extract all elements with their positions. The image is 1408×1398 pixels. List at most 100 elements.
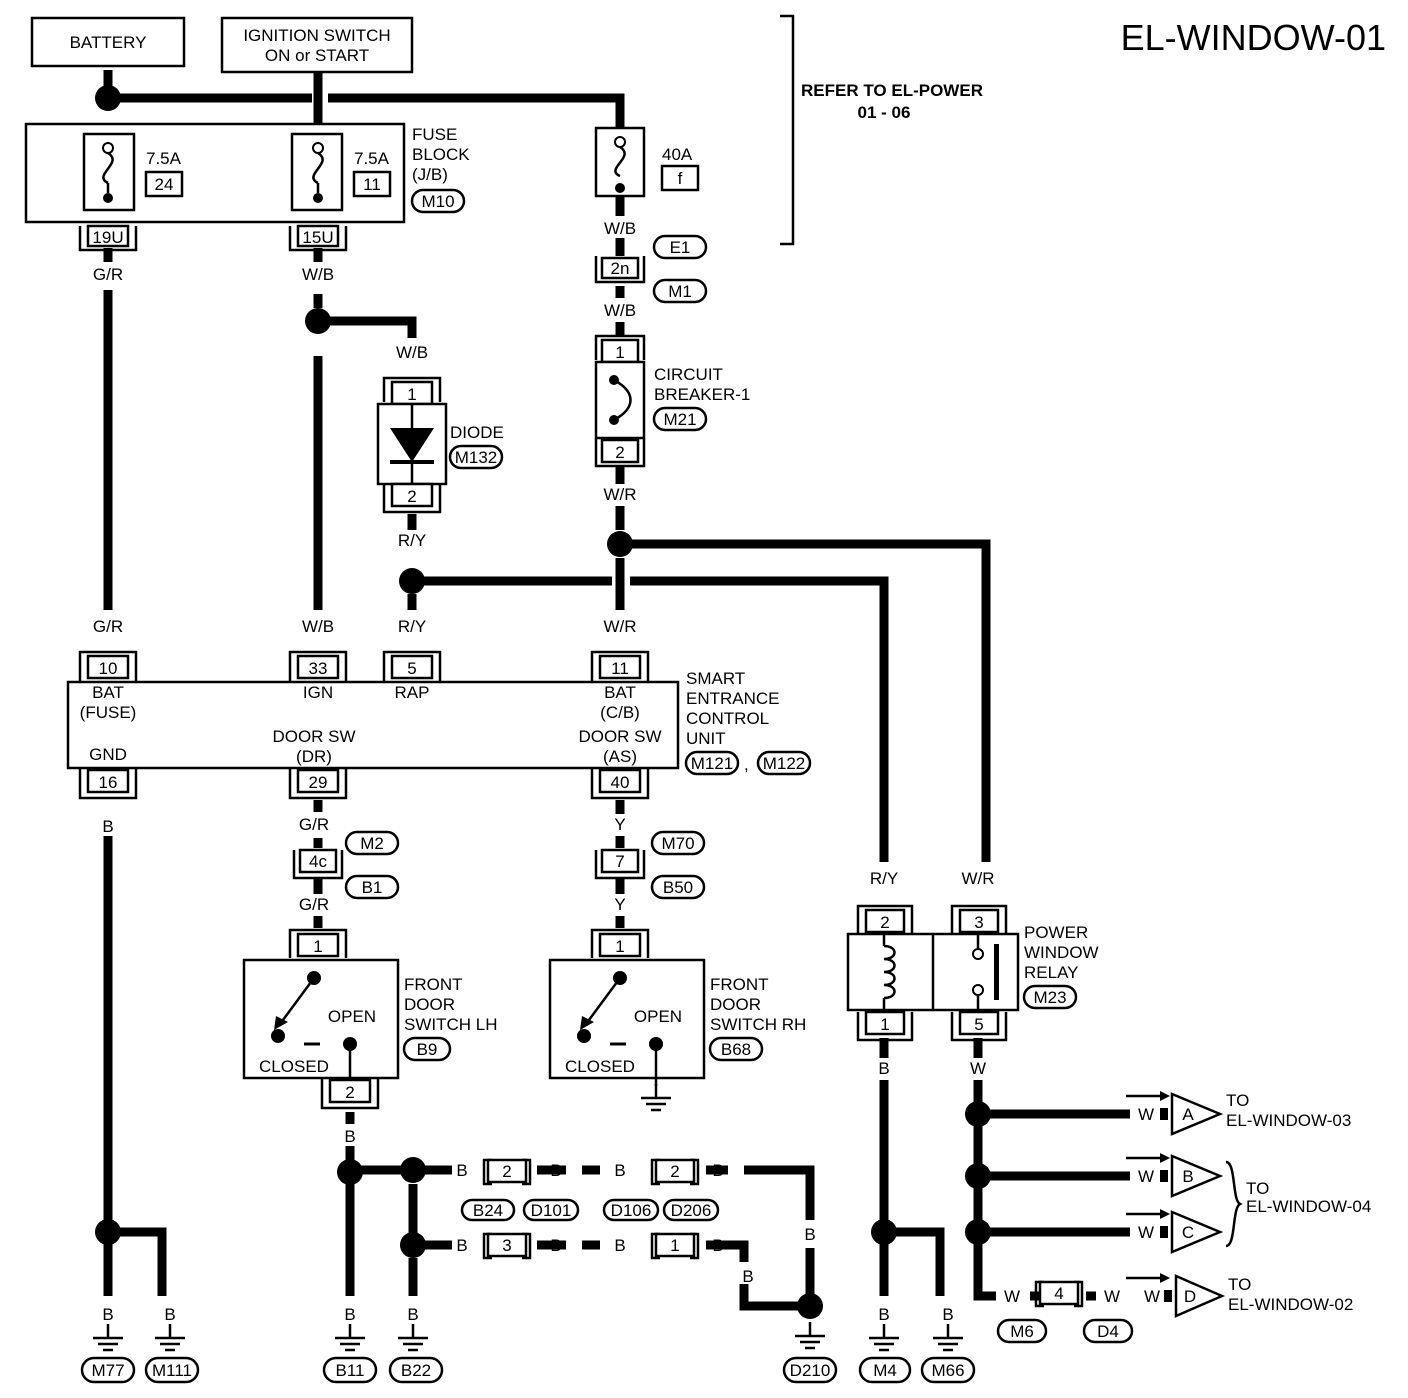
secu-pin-5: 5 xyxy=(407,659,416,678)
connector-b24: B24 xyxy=(473,1201,503,1220)
cb-pin-1: 1 xyxy=(615,343,624,362)
diagram-title: EL-WINDOW-01 xyxy=(1121,17,1386,58)
connector-e1: E1 xyxy=(670,238,691,257)
svg-text:W: W xyxy=(1104,1287,1120,1306)
fuse-11-rating: 7.5A xyxy=(354,149,390,168)
relay-pin-3: 3 xyxy=(974,913,983,932)
battery-box xyxy=(30,16,186,68)
wire-label-w-1: W xyxy=(970,1059,986,1078)
secu-bat-label: BAT xyxy=(92,683,124,702)
wires xyxy=(103,70,1130,1311)
grounds: B M77 B M111 B B11 B B22 D210 B M4 B M66 xyxy=(80,1305,976,1384)
connector-b1: B1 xyxy=(362,878,383,897)
connector-m6: M6 xyxy=(1010,1322,1034,1341)
wire-label-wr-2: W/R xyxy=(603,617,636,636)
connector-d4: D4 xyxy=(1097,1322,1119,1341)
wire-label-wr-3: W/R xyxy=(961,869,994,888)
relay-label-1: POWER xyxy=(1024,923,1088,942)
ground-b11: B11 xyxy=(336,1361,365,1380)
output-d-letter: D xyxy=(1184,1287,1196,1306)
cb-pin-2: 2 xyxy=(615,443,624,462)
terminal-15u: 15U xyxy=(302,228,333,247)
connector-m70: M70 xyxy=(661,834,694,853)
output-bc-to: TO xyxy=(1246,1179,1269,1198)
secu-gnd-label: GND xyxy=(89,745,127,764)
rh-connector: B68 xyxy=(721,1040,751,1059)
relay-pin-1: 1 xyxy=(880,1015,889,1034)
diode-label: DIODE xyxy=(450,423,504,442)
svg-text:B: B xyxy=(712,1161,723,1180)
ignition-switch-box xyxy=(220,16,414,74)
connector-b50: B50 xyxy=(663,878,693,897)
svg-text:B: B xyxy=(456,1161,467,1180)
battery-label: BATTERY xyxy=(70,33,147,52)
joint-connectors: B 2 B B 2 B B24 D101 D106 D206 B 3 B B 1… xyxy=(456,1158,816,1286)
secu-name-4: UNIT xyxy=(686,729,726,748)
rh-label-2: DOOR xyxy=(710,995,761,1014)
svg-text:B: B xyxy=(614,1161,625,1180)
svg-text:B: B xyxy=(614,1236,625,1255)
svg-text:B: B xyxy=(456,1236,467,1255)
wire-label-b-2: B xyxy=(344,1127,355,1146)
ry-wire xyxy=(420,576,889,862)
fuse-40a-rating: 40A xyxy=(662,145,693,164)
fuse-24-number: 24 xyxy=(155,175,174,194)
diode-pin-1: 1 xyxy=(407,385,416,404)
wire-label-wb-5: W/B xyxy=(302,617,334,636)
joint-connector-3: 3 xyxy=(502,1236,511,1255)
ground-b22: B22 xyxy=(401,1361,431,1380)
relay-pin-2: 2 xyxy=(880,913,889,932)
connector-d101: D101 xyxy=(531,1201,572,1220)
svg-text:B: B xyxy=(804,1225,815,1244)
joint-connector-2b: 2 xyxy=(670,1162,679,1181)
relay-pin-5: 5 xyxy=(974,1015,983,1034)
connector-m2: M2 xyxy=(360,834,384,853)
fuse-block-label-3: (J/B) xyxy=(412,165,448,184)
secu-name-2: ENTRANCE xyxy=(686,689,780,708)
fuse-24-rating: 7.5A xyxy=(146,149,182,168)
connector-m1: M1 xyxy=(668,282,692,301)
wire-label-ry-1: R/Y xyxy=(398,531,426,550)
svg-text:B: B xyxy=(164,1305,175,1324)
rh-label-3: SWITCH RH xyxy=(710,1015,806,1034)
secu-door-sw-as-label: DOOR SW xyxy=(578,727,661,746)
power-window-relay: 2 3 1 5 POWER WINDOW RELAY M23 xyxy=(846,904,1099,1042)
wire-label-wb-1: W/B xyxy=(604,219,636,238)
fuse-block-label-2: BLOCK xyxy=(412,145,470,164)
ground-m111: M111 xyxy=(152,1361,192,1380)
svg-text:W: W xyxy=(1138,1105,1154,1124)
svg-text:W: W xyxy=(1138,1167,1154,1186)
svg-text:B: B xyxy=(550,1161,561,1180)
connector-d106: D106 xyxy=(611,1201,652,1220)
fuse-11-number: 11 xyxy=(363,175,381,194)
secu-name-3: CONTROL xyxy=(686,709,769,728)
secu-connector-m121: M121 xyxy=(691,754,734,773)
fuse-block-label-1: FUSE xyxy=(412,125,457,144)
output-c-letter: C xyxy=(1182,1223,1194,1242)
svg-text:W: W xyxy=(1004,1287,1020,1306)
outputs: W A TO EL-WINDOW-03 W B W C TO EL-WINDOW… xyxy=(996,1091,1371,1344)
wire-label-gr-2: G/R xyxy=(93,617,123,636)
lh-closed-label: CLOSED xyxy=(259,1057,329,1076)
diode-pin-2: 2 xyxy=(407,487,416,506)
svg-text:B: B xyxy=(344,1305,355,1324)
wire-label-gr-1: G/R xyxy=(93,265,123,284)
joint-connector-1: 1 xyxy=(670,1236,679,1255)
ground-m77: M77 xyxy=(91,1361,124,1380)
secu-connector-m122: M122 xyxy=(763,754,806,773)
ground-d210: D210 xyxy=(790,1361,831,1380)
secu-pin-40: 40 xyxy=(611,773,630,792)
lh-label-3: SWITCH LH xyxy=(404,1015,498,1034)
secu-pin-11: 11 xyxy=(611,659,629,678)
secu-fuse-label: (FUSE) xyxy=(80,703,137,722)
wire-label-gr-3: G/R xyxy=(299,815,329,834)
output-a-target: EL-WINDOW-03 xyxy=(1226,1111,1351,1130)
terminal-7: 7 xyxy=(615,852,624,871)
output-a-arrow xyxy=(1170,1092,1224,1136)
diode-connector: M132 xyxy=(455,448,498,467)
relay-label-3: RELAY xyxy=(1024,963,1079,982)
rh-pin-1: 1 xyxy=(615,937,624,956)
smart-entrance-control-unit: 10 33 5 11 BAT (FUSE) IGN RAP BAT (C/B) … xyxy=(66,650,812,800)
joint-connector-4: 4 xyxy=(1054,1284,1063,1303)
cb-label-2: BREAKER-1 xyxy=(654,385,750,404)
